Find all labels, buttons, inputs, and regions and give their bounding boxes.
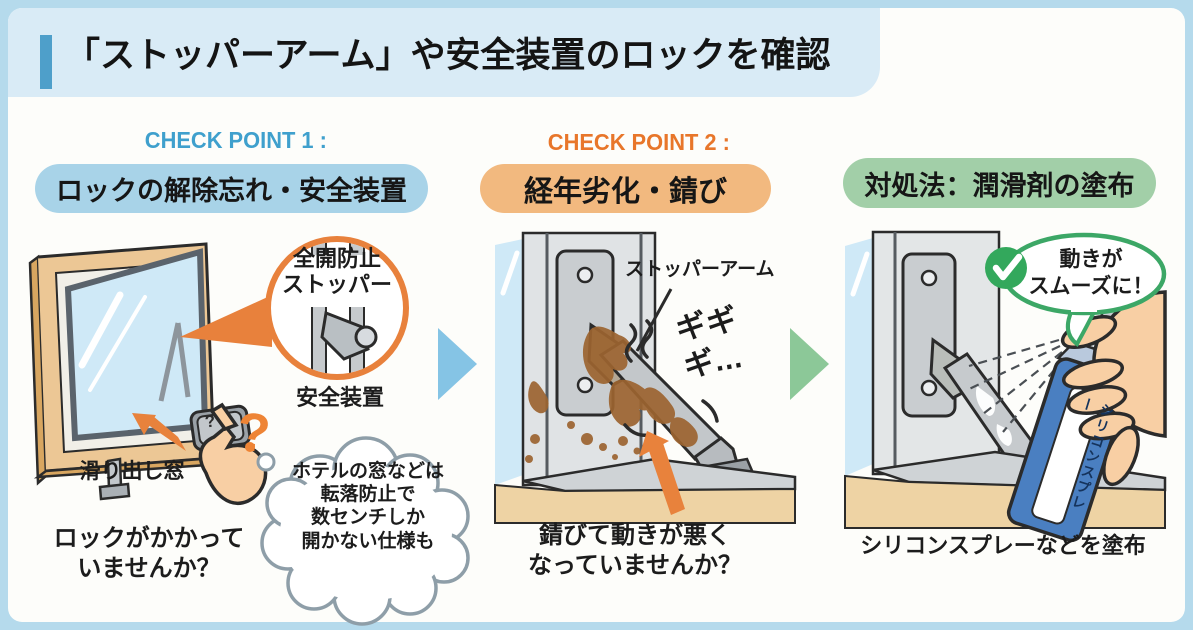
page-title: 「ストッパーアーム」や安全装置のロックを確認 [65,36,831,75]
trail-dot-orange [245,442,255,452]
panel1-caption: ロックがかかって いませんか？ [38,524,260,584]
thought-bubble-icon [260,436,470,626]
stopper-mechanism-drawing [320,310,370,361]
panel2-heading: 経年劣化・錆び [523,175,727,208]
safety-device-label: 安全装置 [295,385,384,410]
panel1-heading: ロックの解除忘れ・安全装置 [56,176,407,206]
check-icon [985,247,1027,289]
callout-line2: ストッパー [281,272,392,298]
window-stopper-arm [158,322,191,402]
panel1-caption-line1: ロックがかかって [53,525,245,552]
thought-line-3: 数センチしか [310,507,425,529]
stopper-arm-label: ストッパーアーム [625,259,775,280]
rust-stains [525,326,698,463]
panel3-heading: 対処法：潤滑剤の塗布 [864,170,1135,201]
callout-line1: 全開防止 [292,246,381,271]
callout-text: 全開防止 ストッパー [270,246,404,299]
label-pointer-line [635,288,673,352]
panel1-illustration [28,236,409,505]
rusty-corner-drawing [494,231,797,524]
panel2-caption-line2: なっていませんか？ [527,552,743,579]
bubble-line1: 動きが [1059,248,1123,271]
orange-arrow-window [132,413,186,451]
holding-hand [1060,290,1167,487]
thought-line-2: 転落防止で [320,484,416,506]
flow-arrow-green-icon [790,328,829,400]
speech-bubble-icon [985,232,1167,347]
flow-arrow-blue-icon [438,328,477,400]
panel3-heading-pill: 対処法：潤滑剤の塗布 [843,158,1156,208]
checkpoint2-label: CHECK POINT 2 : [547,129,730,155]
panel2-caption-line1: 錆びて動きが悪く [539,522,731,549]
bubble-line2: スムーズに！ [1028,275,1154,299]
checkpoint1-label: CHECK POINT 1 : [144,127,327,153]
speech-bubble-text: 動きが スムーズに！ [1028,246,1154,301]
thought-line-4: 開かない仕様も [301,530,435,552]
callout-wedge [180,295,272,347]
panel2-illustration [494,231,797,524]
window-type-label: 滑り出し窓 [79,460,185,483]
panel3-caption: シリコンスプレーなどを塗布 [860,533,1146,558]
thought-line-1: ホテルの窓などは [291,461,444,482]
awning-window-drawing [28,242,218,501]
panel1-heading-pill: ロックの解除忘れ・安全装置 [35,164,428,213]
thought-bubble-text: ホテルの窓などは 転落防止で 数センチしか 開かない仕様も [288,460,448,553]
callout-circle [265,236,409,380]
trail-dot [256,452,276,472]
title-accent-bar [40,35,52,89]
panel3-illustration [844,230,1167,543]
orange-arrow-rust [639,431,685,515]
panel2-heading-pill: 経年劣化・錆び [480,164,771,213]
panel1-caption-line2: いませんか？ [77,555,221,582]
panel2-caption: 錆びて動きが悪く なっていませんか？ [510,521,760,581]
title-band: 「ストッパーアーム」や安全装置のロックを確認 [8,8,880,97]
